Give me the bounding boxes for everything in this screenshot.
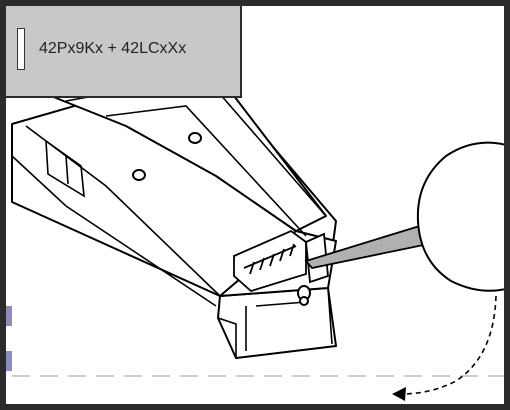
screw-hole	[188, 132, 202, 144]
label-marker	[17, 28, 25, 70]
edge-marker	[6, 351, 12, 371]
model-label-box: 42Px9Kx + 42LCxXx	[6, 6, 242, 98]
screw-hole	[132, 169, 146, 181]
latch-connector	[233, 229, 329, 293]
screw-holes	[132, 132, 311, 306]
device-housing	[11, 65, 337, 359]
rotate-down-arrow-icon	[392, 295, 497, 401]
edge-marker	[6, 306, 12, 326]
screw-hole	[299, 296, 309, 306]
model-label-text: 42Px9Kx + 42LCxXx	[39, 40, 187, 57]
magnifier-circle-icon	[416, 141, 504, 292]
